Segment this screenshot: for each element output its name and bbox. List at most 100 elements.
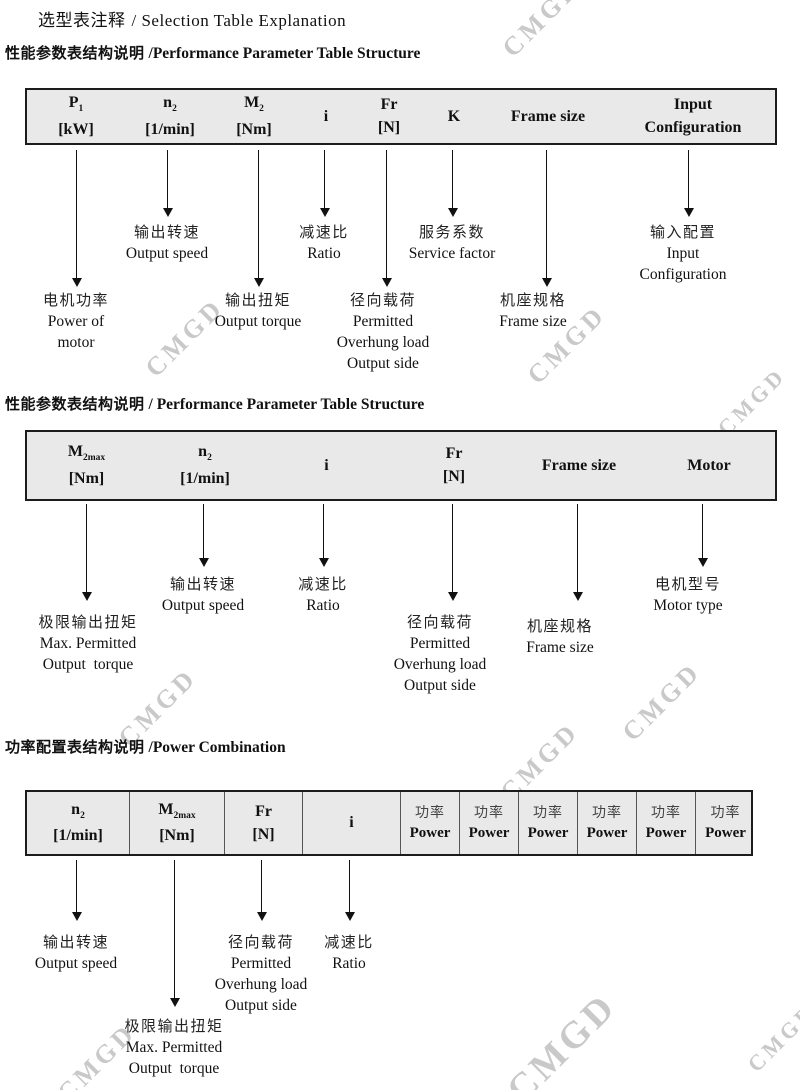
table2-col-m2max: M2max [Nm]: [27, 432, 146, 499]
col-symbol: Fr: [255, 802, 272, 820]
arrow-k: [447, 150, 458, 217]
table1-col-fr: Fr [N]: [359, 90, 419, 143]
section3-heading-zh: 功率配置表结构说明: [5, 739, 145, 756]
arrow-frame-size: [541, 150, 552, 287]
callout-output-speed: 输出转速 Output speed: [34, 934, 118, 972]
arrow-fr: [256, 860, 267, 921]
arrow-frame-size: [572, 504, 583, 601]
table1-col-n2: n2 [1/min]: [125, 90, 215, 143]
col-unit: [Nm]: [159, 827, 195, 845]
page-title: 选型表注释/ Selection Table Explanation: [38, 6, 346, 31]
callout-power-of-motor: 电机功率 Power of motor: [42, 292, 110, 351]
table1-col-k: K: [419, 90, 489, 143]
performance-table-1: P1 [kW] n2 [1/min] M2 [Nm] i Fr [N] K Fr…: [25, 88, 777, 145]
callout-output-speed: 输出转速 Output speed: [125, 224, 209, 262]
section3-heading-en: /Power Combination: [148, 739, 286, 756]
power-label-en: Power: [409, 825, 451, 841]
table3-col-power-3: 功率 Power: [518, 792, 577, 854]
arrow-n2: [71, 860, 82, 921]
col-symbol: P1: [68, 94, 84, 115]
col-symbol: M2max: [67, 443, 106, 464]
col-unit: [N]: [377, 119, 401, 136]
table1-col-p1: P1 [kW]: [27, 90, 125, 143]
col-symbol: Frame size: [541, 456, 617, 474]
table3-col-fr: Fr [N]: [224, 792, 302, 854]
power-label-en: Power: [645, 825, 687, 841]
callout-ratio: 减速比 Ratio: [298, 576, 348, 614]
cmgd-watermark: CMGD: [498, 984, 626, 1090]
callout-ratio: 减速比 Ratio: [299, 224, 349, 262]
callout-motor-type: 电机型号 Motor type: [653, 576, 723, 614]
arrow-i: [319, 150, 330, 217]
callout-overhung-load: 径向载荷 Permitted Overhung load Output side: [393, 614, 487, 694]
callout-overhung-load: 径向载荷 Permitted Overhung load Output side: [336, 292, 430, 372]
table2-col-motor: Motor: [639, 432, 779, 499]
col-symbol: Frame size: [510, 107, 586, 125]
col-unit: [Nm]: [236, 120, 272, 138]
power-label-zh: 功率: [533, 804, 563, 820]
col-symbol: n2: [71, 800, 85, 821]
arrow-n2: [198, 504, 209, 567]
arrow-m2max: [169, 860, 180, 1007]
callout-max-output-torque: 极限输出扭矩 Max. Permitted Output torque: [124, 1018, 224, 1077]
arrow-motor: [697, 504, 708, 567]
arrow-fr: [447, 504, 458, 601]
col-symbol: M2max: [158, 800, 196, 821]
col-unit: [1/min]: [53, 827, 103, 845]
col-unit: Configuration: [644, 119, 742, 136]
power-label-zh: 功率: [474, 804, 504, 820]
table3-col-power-6: 功率 Power: [695, 792, 755, 854]
col-symbol: i: [323, 107, 329, 125]
arrow-input-configuration: [683, 150, 694, 217]
callout-input-configuration: 输入配置 Input Configuration: [639, 224, 727, 283]
arrow-i: [344, 860, 355, 921]
table3-col-power-4: 功率 Power: [577, 792, 636, 854]
callout-frame-size: 机座规格 Frame size: [526, 618, 594, 656]
power-label-zh: 功率: [592, 804, 622, 820]
col-symbol: Input: [673, 96, 713, 113]
section2-heading-zh: 性能参数表结构说明: [5, 396, 145, 413]
table1-col-input-configuration: Input Configuration: [607, 90, 779, 143]
table3-col-n2: n2 [1/min]: [27, 792, 129, 854]
callout-ratio: 减速比 Ratio: [324, 934, 374, 972]
table2-col-n2: n2 [1/min]: [146, 432, 264, 499]
col-symbol: K: [447, 107, 461, 125]
section1-heading-en: /Performance Parameter Table Structure: [148, 45, 421, 62]
col-symbol: M2: [244, 94, 264, 115]
arrow-i: [318, 504, 329, 567]
power-label-zh: 功率: [710, 804, 741, 820]
performance-table-2: M2max [Nm] n2 [1/min] i Fr [N] Frame siz…: [25, 430, 777, 501]
power-label-en: Power: [586, 825, 628, 841]
table3-col-m2max: M2max [Nm]: [129, 792, 224, 854]
table1-col-m2: M2 [Nm]: [215, 90, 293, 143]
section3-heading: 功率配置表结构说明/Power Combination: [5, 736, 286, 757]
callout-max-output-torque: 极限输出扭矩 Max. Permitted Output torque: [38, 614, 138, 673]
power-label-en: Power: [468, 825, 510, 841]
callout-output-torque: 输出扭矩 Output torque: [214, 292, 302, 330]
col-unit: [Nm]: [68, 469, 105, 487]
page-title-en: / Selection Table Explanation: [131, 11, 347, 30]
table1-col-frame-size: Frame size: [489, 90, 607, 143]
arrow-m2: [253, 150, 264, 287]
power-label-en: Power: [705, 825, 746, 841]
table3-col-power-5: 功率 Power: [636, 792, 695, 854]
callout-service-factor: 服务系数 Service factor: [408, 224, 496, 262]
col-unit: [N]: [252, 825, 275, 843]
arrow-m2max: [81, 504, 92, 601]
callout-output-speed: 输出转速 Output speed: [161, 576, 245, 614]
table2-col-frame-size: Frame size: [519, 432, 639, 499]
table3-col-power-1: 功率 Power: [400, 792, 459, 854]
col-symbol: Motor: [687, 456, 731, 474]
col-symbol: n2: [198, 443, 212, 464]
power-label-zh: 功率: [651, 804, 681, 820]
col-symbol: i: [324, 456, 329, 474]
col-unit: [1/min]: [180, 469, 230, 487]
table3-col-power-2: 功率 Power: [459, 792, 518, 854]
arrow-p1: [71, 150, 82, 287]
cmgd-watermark: CMGD: [742, 998, 800, 1077]
col-symbol: Fr: [380, 96, 398, 113]
power-label-en: Power: [527, 825, 569, 841]
col-symbol: i: [349, 814, 354, 831]
arrow-n2: [162, 150, 173, 217]
